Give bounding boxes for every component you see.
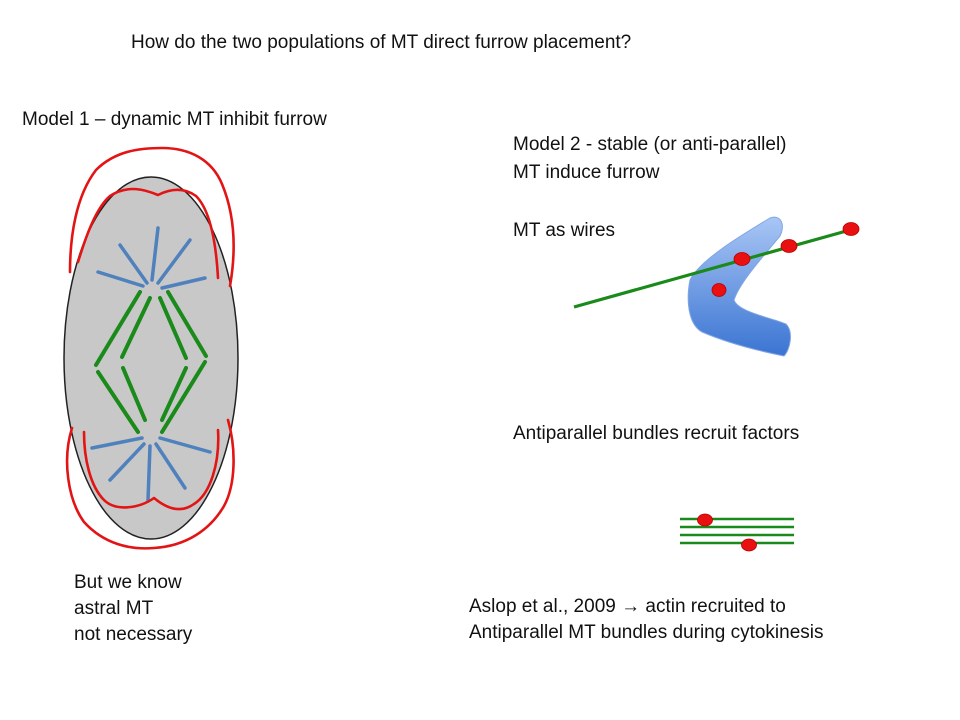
factor-dot xyxy=(733,252,751,266)
astral-mt xyxy=(150,226,160,282)
actin-shape xyxy=(687,216,791,357)
model2-wires-label: MT as wires xyxy=(513,220,616,241)
citation-authors: Aslop et al., 2009 xyxy=(469,596,622,617)
citation-line1: Aslop et al., 2009 → actin recruited to xyxy=(469,594,786,619)
astral-mt xyxy=(90,436,144,450)
astral-mt xyxy=(108,442,146,482)
model1-note-line3: not necessary xyxy=(74,624,193,645)
spindle-mt xyxy=(160,360,207,434)
upper-inhibition-outline xyxy=(68,146,235,288)
mt-bundle xyxy=(680,517,794,545)
astral-mt xyxy=(156,238,192,285)
spindle xyxy=(94,290,208,434)
model1-note-line2: astral MT xyxy=(74,598,154,619)
factor-dots xyxy=(711,222,860,297)
astral-mt xyxy=(158,436,212,454)
astral-mt xyxy=(96,270,145,288)
factor-dot xyxy=(842,222,860,236)
model2-heading-line1: Model 2 - stable (or anti-parallel) xyxy=(513,134,787,155)
mt-wire xyxy=(573,228,851,309)
arrow-right-icon: → xyxy=(621,596,641,617)
astral-mt xyxy=(154,442,187,490)
slide-title: How do the two populations of MT direct … xyxy=(131,32,632,53)
spindle-mt xyxy=(160,366,188,422)
spindle-mt xyxy=(94,290,142,367)
spindle-mt xyxy=(120,296,152,359)
model1-heading: Model 1 – dynamic MT inhibit furrow xyxy=(22,109,327,130)
lower-aster xyxy=(90,436,212,502)
factor-dot xyxy=(780,239,798,253)
factor-dot xyxy=(697,513,713,527)
astral-mt xyxy=(146,444,152,502)
spindle-mt xyxy=(166,290,208,358)
lower-inhibition-outline xyxy=(65,418,235,550)
model2-heading-line2: MT induce furrow xyxy=(513,162,660,183)
model1-note-line1: But we know xyxy=(74,572,182,593)
spindle-mt xyxy=(121,366,147,422)
astral-mt xyxy=(118,243,149,285)
inhibition-zones xyxy=(65,146,235,550)
citation-line2: Antiparallel MT bundles during cytokines… xyxy=(469,622,824,643)
upper-aster xyxy=(96,226,207,290)
factor-dot xyxy=(711,283,727,297)
model2-bundles-label: Antiparallel bundles recruit factors xyxy=(513,423,800,444)
citation-claim: actin recruited to xyxy=(640,596,786,617)
spindle-mt xyxy=(158,296,188,360)
astral-mt xyxy=(160,276,207,290)
spindle-mt xyxy=(96,370,140,434)
factor-dot xyxy=(741,538,757,552)
